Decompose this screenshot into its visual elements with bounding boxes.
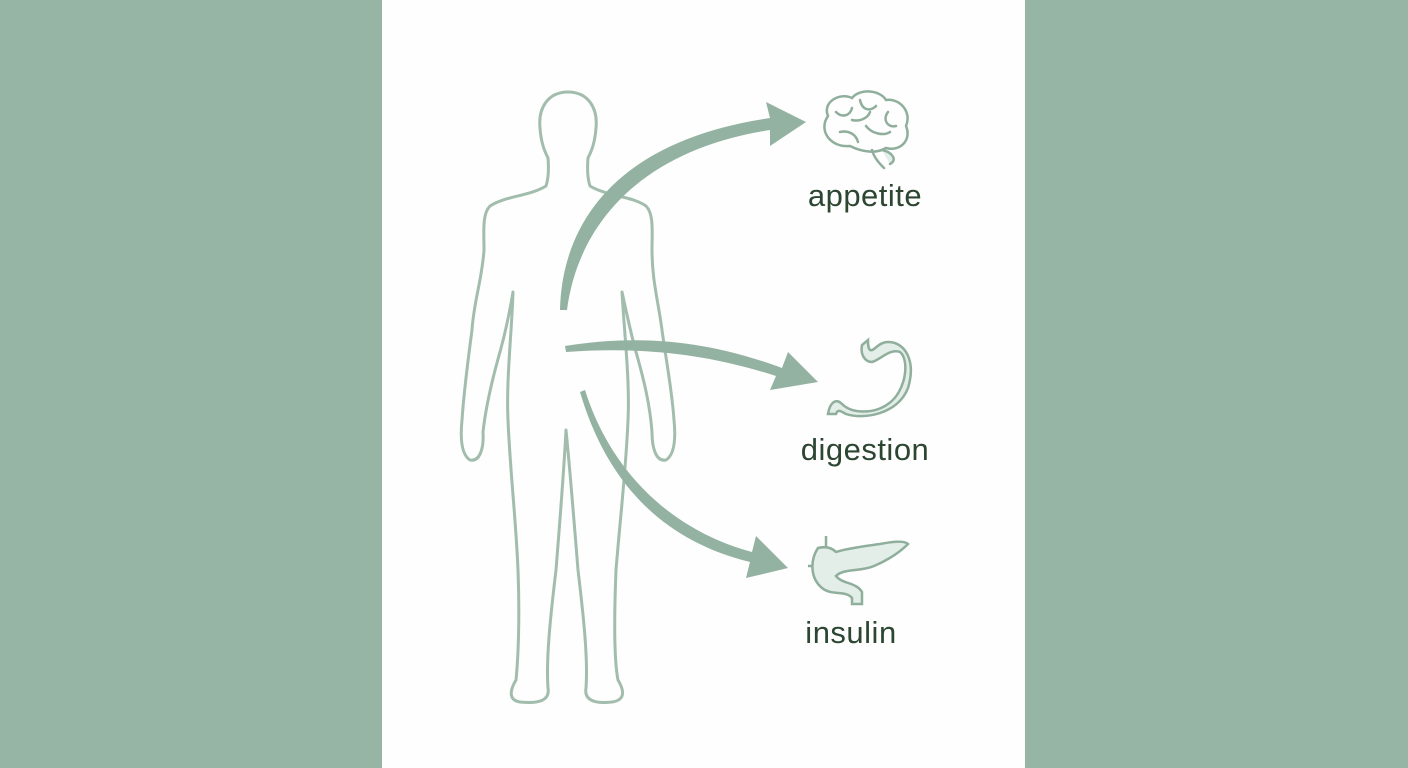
arrow-to-insulin xyxy=(580,390,788,578)
pancreas-icon xyxy=(808,536,910,606)
stomach-icon xyxy=(826,337,913,418)
label-appetite: appetite xyxy=(807,178,923,213)
brain-icon xyxy=(823,90,909,170)
label-digestion: digestion xyxy=(800,432,930,467)
label-insulin: insulin xyxy=(805,615,897,650)
human-body-outline xyxy=(459,90,677,704)
arrow-to-digestion xyxy=(565,340,818,390)
diagram-panel xyxy=(382,0,1025,768)
arrow-to-appetite xyxy=(560,102,806,310)
